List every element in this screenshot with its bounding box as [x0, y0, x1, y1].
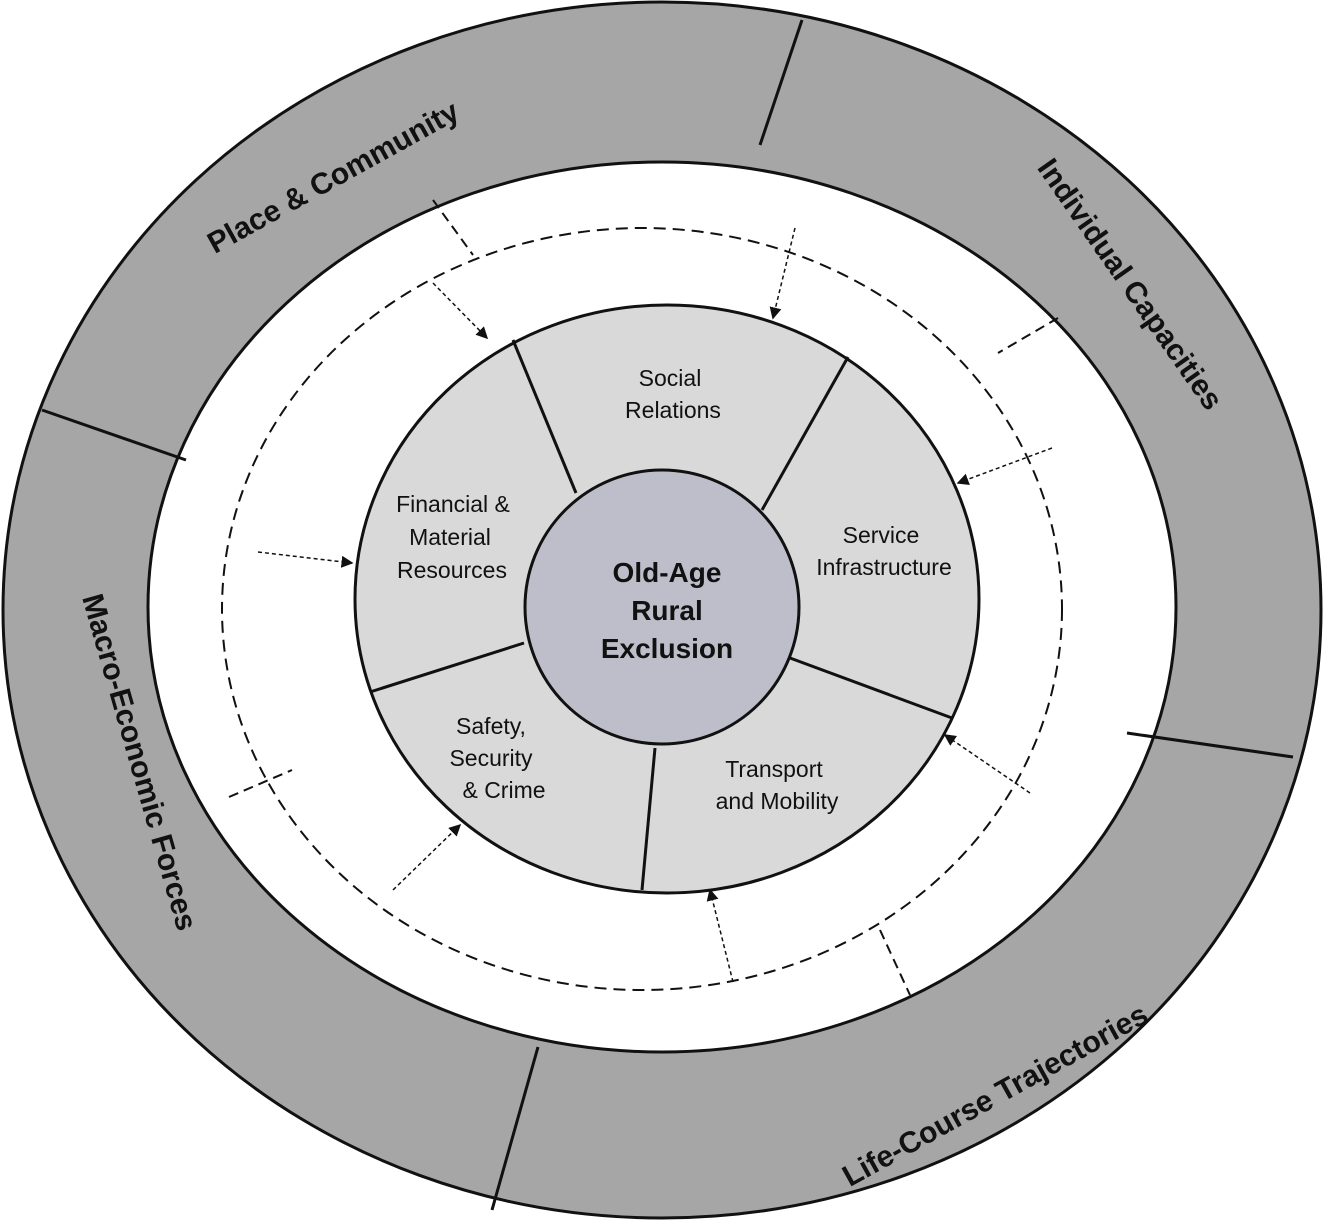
dashed-connectors — [228, 199, 1059, 996]
outer-divider — [41, 408, 187, 462]
domain-service-infrastructure-2: Infrastructure — [816, 554, 952, 580]
outer-divider — [490, 1046, 540, 1211]
domain-financial-2: Material — [409, 524, 491, 550]
domain-safety-1: Safety, — [456, 713, 526, 739]
outer-divider — [1126, 731, 1294, 759]
domain-financial-3: Resources — [397, 557, 507, 583]
domain-financial-1: Financial & — [396, 491, 510, 517]
outer-divider — [758, 19, 804, 146]
domain-safety-2: Security — [449, 745, 533, 771]
center-label-1: Old-Age — [613, 557, 722, 588]
domain-safety-3: & Crime — [462, 777, 545, 803]
center-label-3: Exclusion — [601, 633, 733, 664]
domain-transport-1: Transport — [725, 756, 823, 782]
domain-social-relations-2: Relations — [625, 397, 721, 423]
center-circle — [523, 468, 801, 746]
domain-transport-2: and Mobility — [716, 788, 839, 814]
domain-social-relations-1: Social — [639, 365, 702, 391]
dashed-boundary — [221, 227, 1063, 991]
influence-arrows — [257, 227, 1053, 983]
domain-service-infrastructure-1: Service — [843, 522, 920, 548]
domain-dividers — [369, 339, 953, 891]
center-label-2: Rural — [631, 595, 703, 626]
